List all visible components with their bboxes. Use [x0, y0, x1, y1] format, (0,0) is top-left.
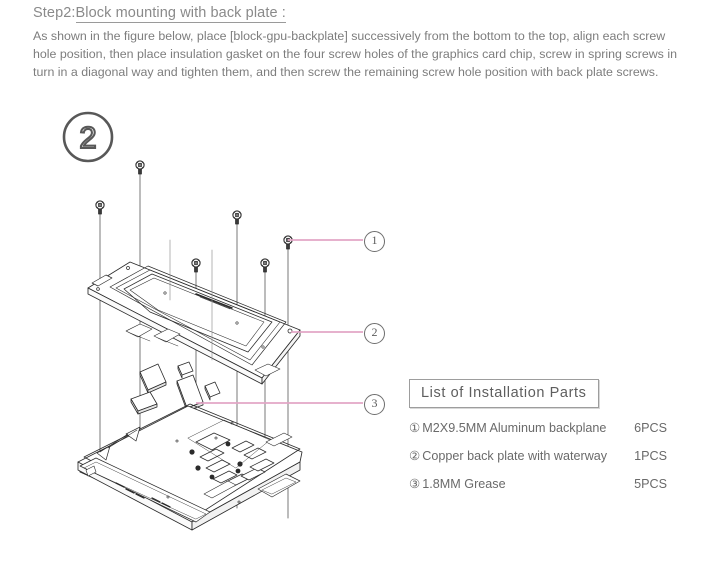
parts-row-name: M2X9.5MM Aluminum backplane — [422, 421, 607, 435]
parts-rows: ① M2X9.5MM Aluminum backplane 6PCS ② Cop… — [409, 420, 667, 492]
parts-title-box: List of Installation Parts — [409, 379, 599, 408]
callout-marker-2: 2 — [364, 323, 385, 344]
parts-row-name: 1.8MM Grease — [422, 477, 506, 491]
screw-head — [95, 200, 105, 215]
alignment-guides — [169, 239, 213, 361]
callout-leaders — [196, 239, 363, 404]
screw-group — [95, 160, 293, 519]
parts-row: ③ 1.8MM Grease 5PCS — [409, 476, 667, 492]
callout-marker-1: 1 — [364, 231, 385, 252]
parts-row-name: Copper back plate with waterway — [422, 449, 608, 463]
parts-row: ② Copper back plate with waterway 1PCS — [409, 448, 667, 464]
parts-row: ① M2X9.5MM Aluminum backplane 6PCS — [409, 420, 667, 436]
step-title: Block mounting with back plate : — [75, 5, 286, 23]
parts-row-qty: 6PCS — [634, 421, 667, 435]
screw-head — [135, 160, 145, 175]
screw-head — [260, 258, 270, 273]
screw-head — [232, 210, 242, 225]
parts-row-marker: ② — [409, 449, 421, 463]
parts-row-marker: ① — [409, 421, 421, 435]
copper-back-plate — [87, 261, 301, 385]
parts-title: List of Installation Parts — [421, 385, 587, 401]
parts-row-qty: 5PCS — [634, 477, 667, 491]
installation-parts-panel: List of Installation Parts ① M2X9.5MM Al… — [409, 379, 667, 504]
callout-marker-3: 3 — [364, 394, 385, 415]
step-number-badge: 2 — [61, 110, 115, 164]
step-heading: Step2:Block mounting with back plate : — [33, 4, 693, 23]
step-label: Step2: — [33, 5, 76, 21]
screw-head — [191, 258, 201, 273]
parts-row-marker: ③ — [409, 477, 421, 491]
instruction-paragraph: As shown in the figure below, place [blo… — [33, 29, 677, 80]
step-badge-digit: 2 — [79, 120, 96, 155]
gpu-pcb — [77, 403, 303, 531]
grease-pad-group — [130, 361, 221, 415]
parts-row-qty: 1PCS — [634, 449, 667, 463]
screw-head — [283, 235, 293, 250]
header: Step2:Block mounting with back plate : A… — [33, 4, 693, 82]
